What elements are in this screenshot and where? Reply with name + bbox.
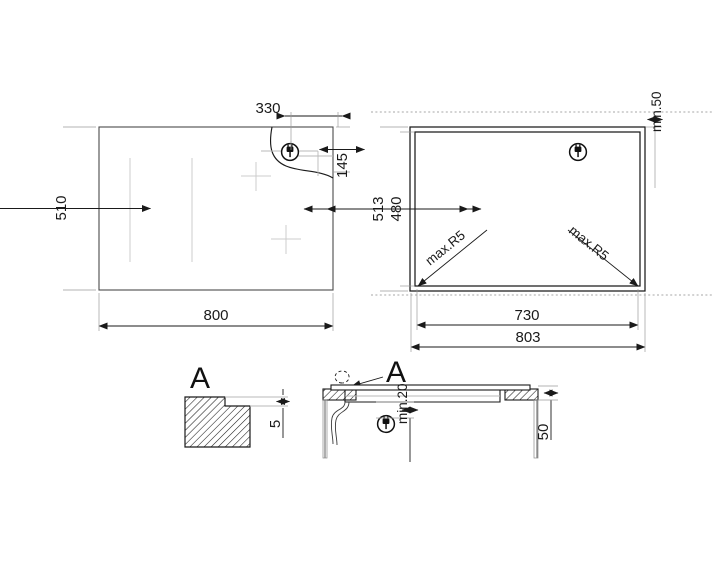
dimension-5-label: 5	[267, 420, 284, 428]
hob-glass-plate	[330, 384, 531, 391]
dimension-50: 50	[535, 385, 559, 441]
corner-radius-left-label: max.R5	[422, 227, 468, 268]
dimension-510-label: 510	[53, 195, 70, 220]
dimension-510: 510	[0, 126, 151, 291]
detail-callout-circle	[334, 370, 350, 384]
view-detail-a: A 5	[184, 362, 290, 448]
corner-radius-callout: max.R5	[566, 223, 639, 287]
view-section-side: A	[322, 356, 559, 462]
dimension-480: 480	[326, 131, 482, 287]
corner-radius-callout: max.R5	[417, 227, 488, 287]
dimension-730-label: 730	[514, 307, 539, 324]
dimension-803-label: 803	[515, 329, 540, 346]
cabinet-right-wall	[533, 399, 539, 459]
dimension-730: 730	[416, 289, 639, 330]
detail-a-label: A	[190, 362, 210, 395]
dimension-min20-label: min.20	[395, 383, 410, 424]
dimension-330-label: 330	[255, 100, 280, 117]
dimension-50-label: 50	[535, 424, 552, 441]
plug-icon	[280, 142, 300, 162]
dimension-145-label: 145	[334, 153, 351, 178]
power-cable	[330, 401, 350, 446]
cooking-zone-crosshair	[271, 225, 301, 254]
detail-a-section-body	[184, 396, 251, 448]
dimension-min50: min.50	[646, 91, 664, 188]
dimension-803: 803	[410, 293, 646, 352]
cabinet-left-wall	[322, 399, 328, 459]
worktop-right-section	[504, 388, 539, 401]
dimension-800: 800	[98, 293, 334, 331]
corner-radius-right-label: max.R5	[566, 223, 612, 264]
dimension-5: 5	[267, 389, 290, 438]
worktop-left-section	[322, 388, 357, 401]
dimension-480-label: 480	[388, 196, 405, 221]
dimension-330: 330	[255, 100, 351, 150]
plug-icon	[376, 414, 396, 434]
view-product-top: 510 800 330 145	[0, 100, 365, 331]
view-cutout-top: max.R5 max.R5 513 480 730	[303, 91, 712, 352]
dimension-min20: min.20	[376, 383, 419, 462]
plug-icon	[568, 142, 588, 162]
section-a-label: A	[386, 356, 406, 389]
cooking-zone-crosshair	[241, 162, 271, 191]
dimension-145: 145	[319, 126, 365, 178]
break-line-curve	[269, 126, 334, 179]
dimension-800-label: 800	[203, 307, 228, 324]
dimension-min50-label: min.50	[649, 91, 664, 132]
